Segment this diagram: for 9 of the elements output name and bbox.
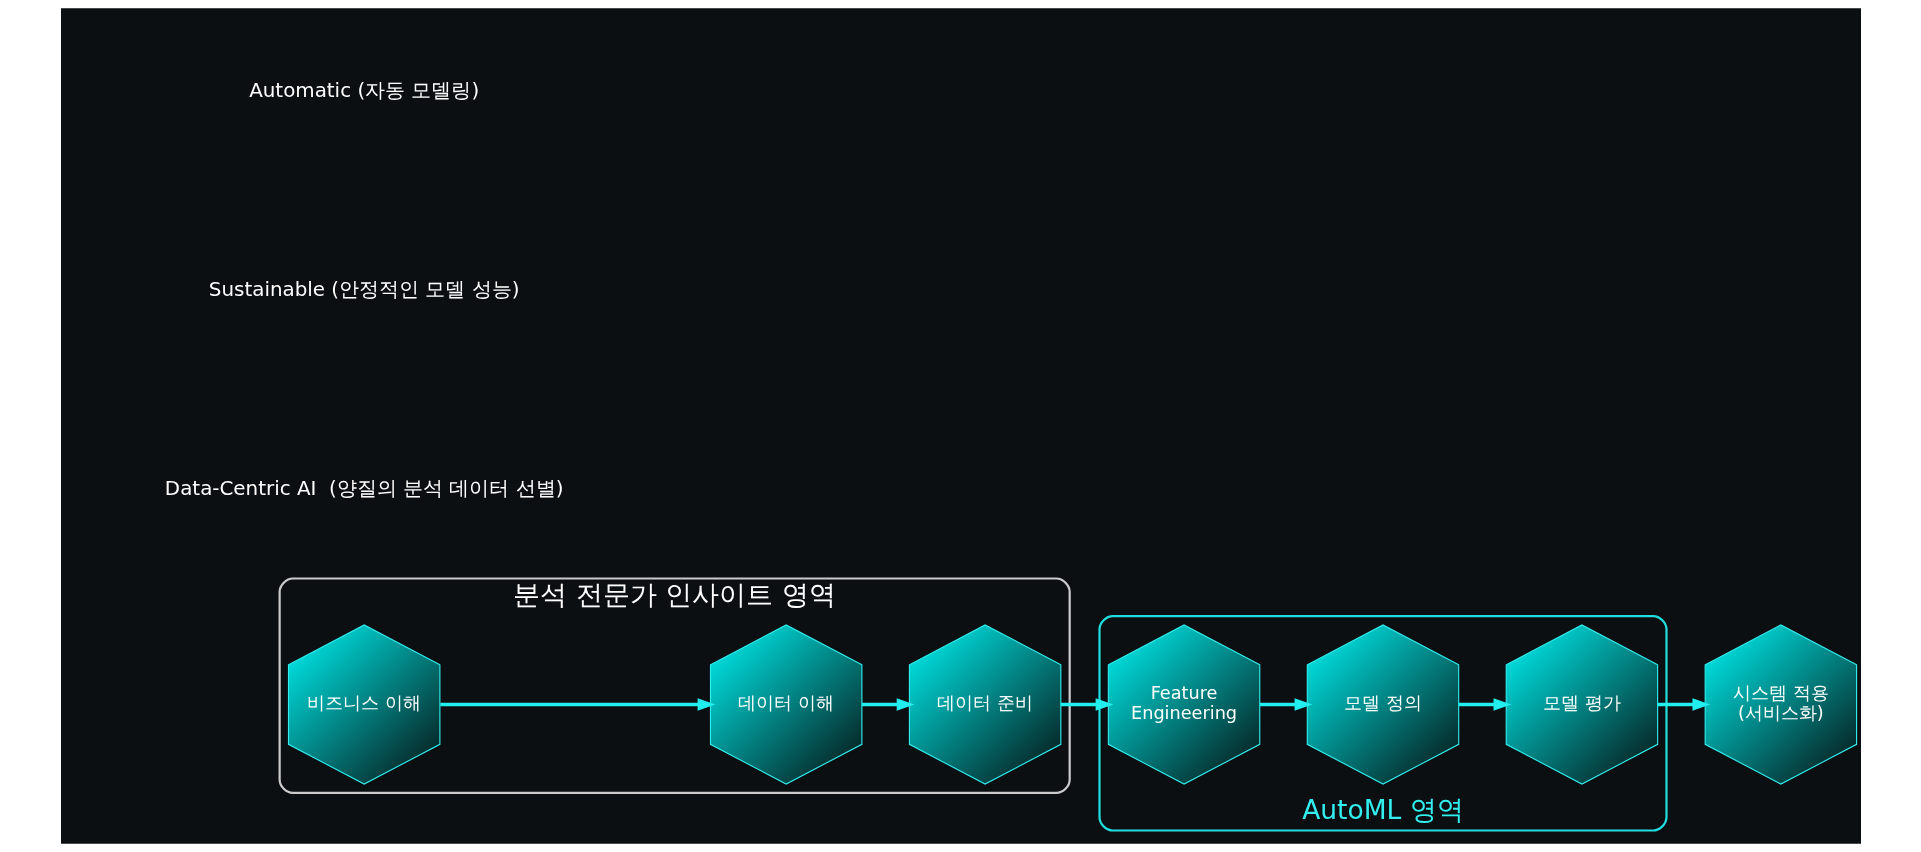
arrow xyxy=(1458,698,1511,711)
arrow xyxy=(1259,698,1312,711)
arrow xyxy=(1060,698,1113,711)
label: Data-Centric AI (양질의 분석 데이터 선별) xyxy=(164,476,563,500)
arrow xyxy=(1657,698,1710,711)
label: Sustainable (안정적인 모델 성능) xyxy=(208,278,520,302)
arrow xyxy=(861,698,914,711)
label: Automatic (자동 모델링) xyxy=(248,79,479,103)
arrow xyxy=(439,698,715,711)
